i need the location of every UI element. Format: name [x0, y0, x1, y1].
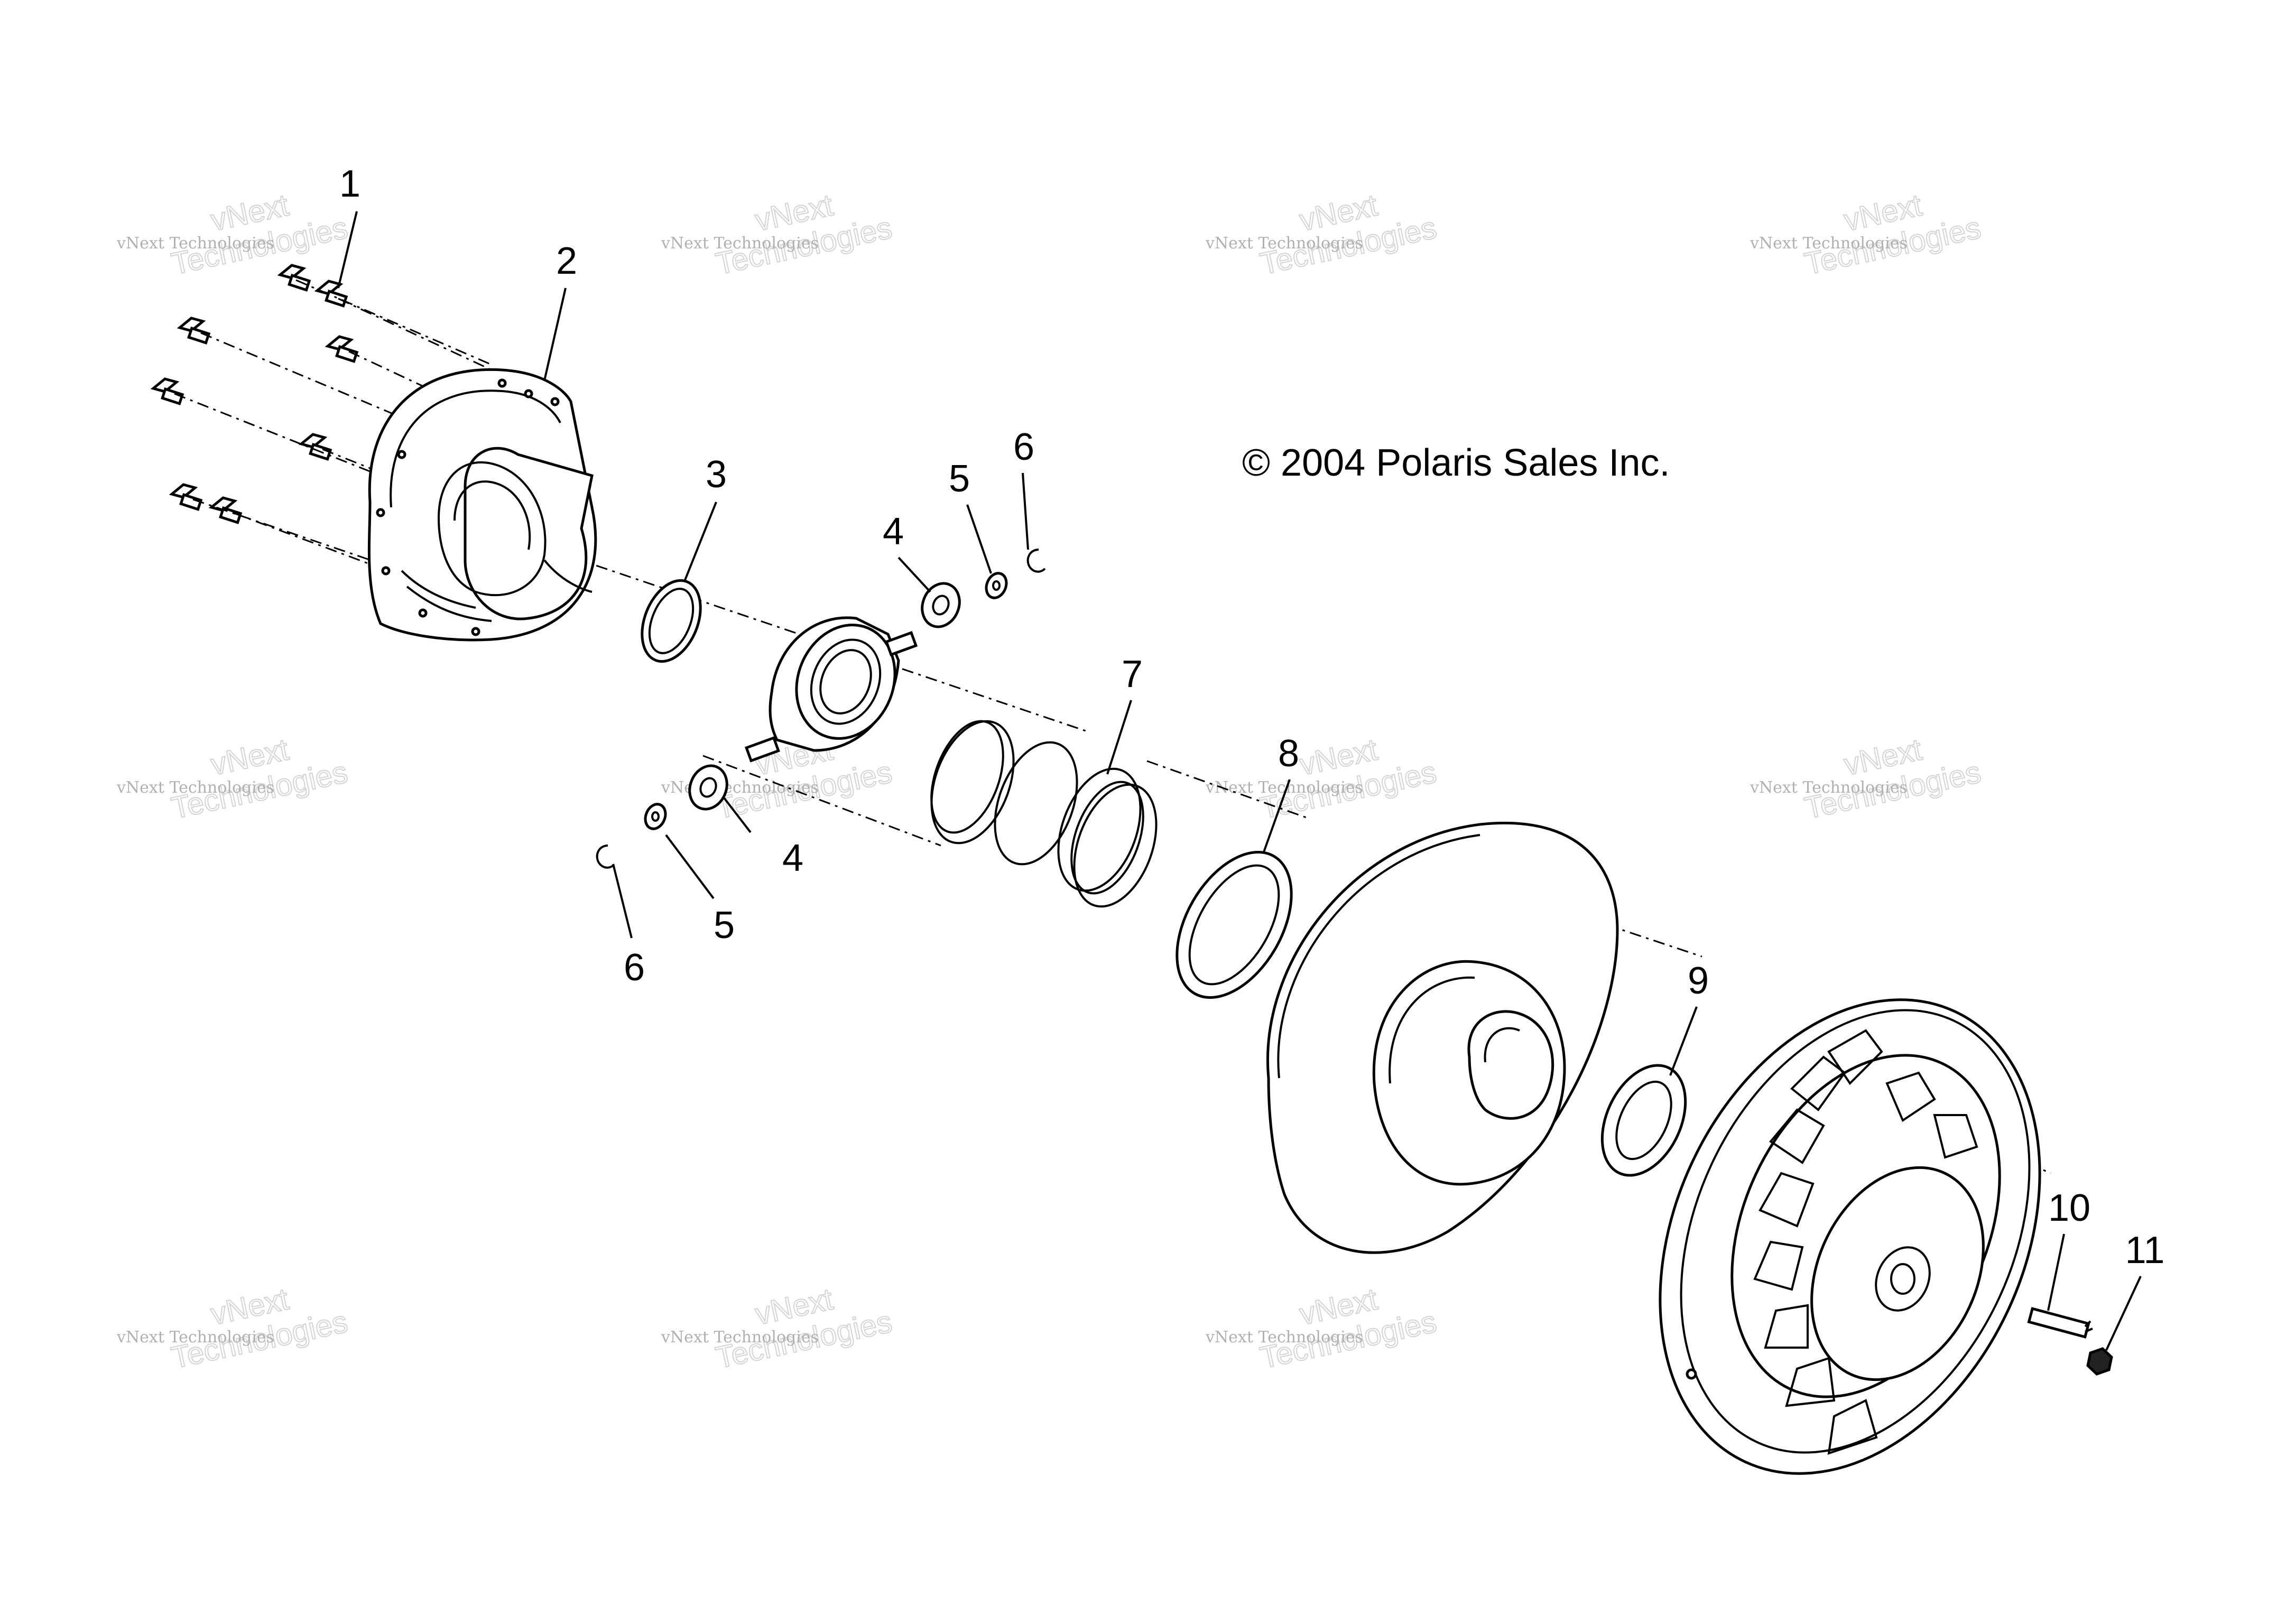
watermark-small-text: vNext Technologies — [661, 234, 819, 253]
watermark-small-text: vNext Technologies — [1205, 234, 1363, 253]
watermark-small-text: vNext Technologies — [1750, 778, 1908, 797]
cover-housing-part-2 — [367, 368, 597, 642]
watermark-small-text: vNext Technologies — [1750, 234, 1908, 253]
callout-6-lower: 6 — [624, 946, 645, 989]
watermark-small-text: vNext Technologies — [1205, 1328, 1363, 1347]
callout-9: 9 — [1688, 960, 1709, 1002]
watermark-small-text: vNext Technologies — [116, 778, 274, 797]
spider-housing — [744, 616, 918, 763]
copyright-notice: © 2004 Polaris Sales Inc. — [1242, 442, 1670, 484]
washer-part-5-lower — [644, 803, 667, 830]
callout-3: 3 — [706, 453, 727, 496]
leader-lines — [337, 211, 2142, 1351]
e-clip-part-6-upper — [1026, 549, 1046, 573]
callout-5-lower: 5 — [714, 904, 735, 946]
screws-part-1 — [150, 264, 492, 577]
moveable-sheave — [1266, 821, 1619, 1254]
callout-11: 11 — [2125, 1229, 2165, 1272]
callout-7: 7 — [1122, 653, 1143, 695]
callout-2: 2 — [556, 240, 577, 282]
callout-8: 8 — [1278, 732, 1299, 775]
callout-6-upper: 6 — [1013, 426, 1034, 468]
e-clip-part-6-lower — [596, 845, 615, 869]
roller-part-4-lower — [688, 764, 728, 811]
callout-4-lower: 4 — [782, 837, 803, 879]
watermark-small-text: vNext Technologies — [116, 1328, 274, 1347]
watermark-small-text: vNext Technologies — [661, 778, 819, 797]
callout-10: 10 — [2048, 1187, 2090, 1229]
washer-part-9 — [1600, 1064, 1687, 1177]
nut-part-11 — [2086, 1347, 2113, 1376]
spring-part-7 — [930, 720, 1158, 908]
roller-part-4-upper — [921, 582, 961, 628]
callout-4-upper: 4 — [883, 511, 904, 553]
seal-ring-part-8 — [1176, 851, 1293, 999]
callout-labels: 1 2 3 4 5 6 4 5 6 7 8 9 10 11 — [339, 163, 2164, 1272]
watermark-small-text: vNext Technologies — [116, 234, 274, 253]
callout-5-upper: 5 — [949, 458, 970, 500]
snap-ring-part-3 — [641, 579, 702, 663]
callout-1: 1 — [339, 163, 360, 205]
pin-part-10 — [2027, 1307, 2093, 1339]
watermark-small-text: vNext Technologies — [661, 1328, 819, 1347]
washer-part-5-upper — [985, 572, 1008, 599]
stationary-sheave — [1659, 998, 2041, 1475]
